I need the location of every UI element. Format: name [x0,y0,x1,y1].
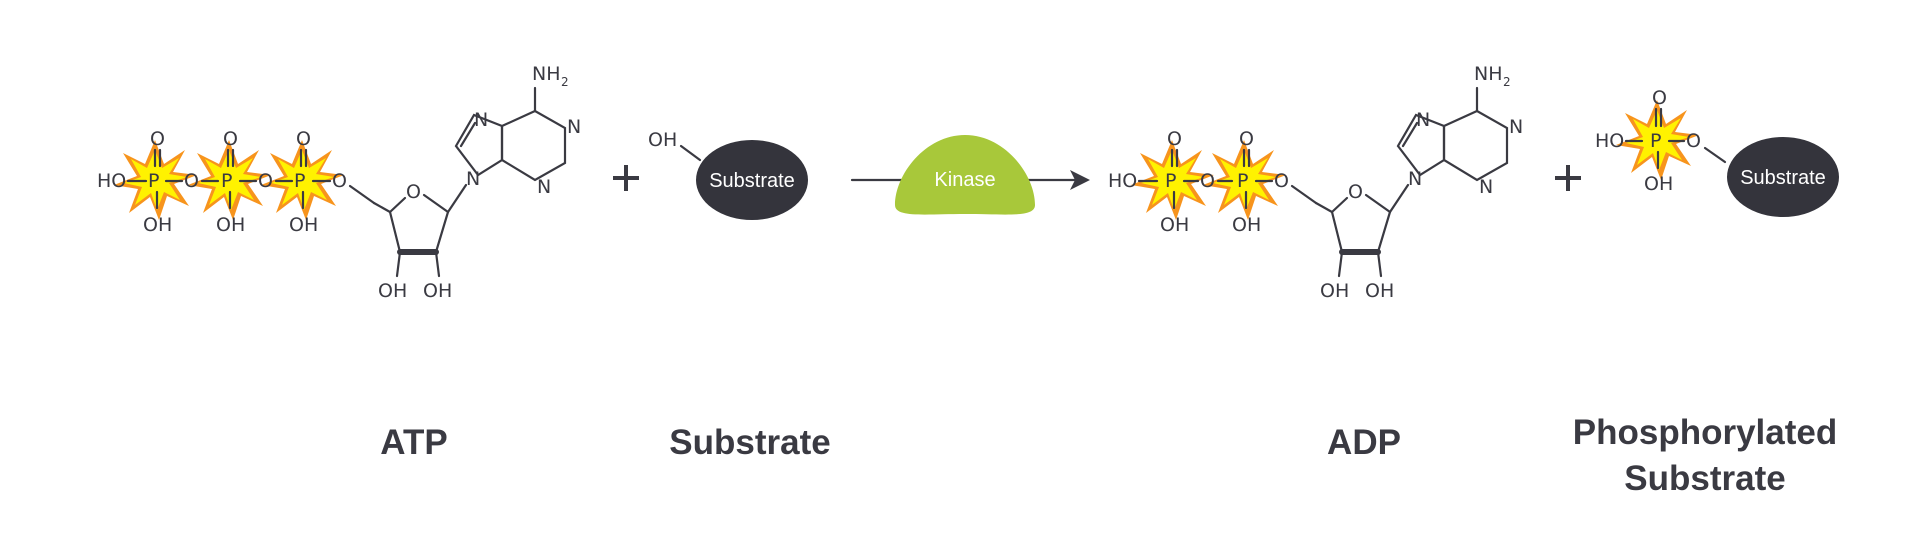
substrate-molecule: OH Substrate [648,129,808,220]
atp-nh2-subscript: 2 [561,75,569,89]
phospho-p-label: P [1650,130,1661,152]
phosphorylated-caption-line2: Substrate [1624,459,1785,498]
adp-o-link1: O [1200,170,1215,192]
adp-n7: N [1416,109,1430,131]
adp-n9: N [1408,168,1422,190]
adp-ribose-oh1: OH [1320,280,1349,302]
adp-caption: ADP [1327,423,1401,462]
atp-oh-bottom3: OH [289,214,318,236]
adp-n1: N [1509,116,1523,138]
adp-ribose-o: O [1348,181,1363,203]
atp-molecule: HO P O P O P O O OH O OH O OH O [97,63,581,302]
kinase-label: Kinase [934,169,995,191]
atp-p1-label: P [148,170,159,192]
atp-o-link3: O [332,170,347,192]
adp-o-top1: O [1167,128,1182,150]
atp-n1: N [567,116,581,138]
substrate-oh: OH [648,129,677,151]
atp-ribose-oh1: OH [378,280,407,302]
plus-icon [1555,165,1581,191]
substrate-caption: Substrate [669,423,830,462]
atp-o-top1: O [150,128,165,150]
phosphorylated-caption-line1: Phosphorylated [1573,413,1837,452]
adp-p1-label: P [1165,170,1176,192]
kinase-enzyme: Kinase [895,135,1035,215]
atp-p3-label: P [294,170,305,192]
atp-caption: ATP [380,423,447,462]
atp-o-link2: O [258,170,273,192]
adp-oh-bottom1: OH [1160,214,1189,236]
adp-p2-label: P [1237,170,1248,192]
atp-oh-bottom1: OH [143,214,172,236]
atp-n7: N [474,109,488,131]
phospho-substrate-blob [1727,137,1839,217]
phospho-o-top: O [1652,87,1667,109]
adp-o-top2: O [1239,128,1254,150]
phospho-substrate-blob-label: Substrate [1740,167,1826,189]
phospho-oh-bottom: OH [1644,173,1673,195]
atp-ribose-oh2: OH [423,280,452,302]
adp-nh2: NH [1474,63,1503,85]
adp-ribose-oh2: OH [1365,280,1394,302]
atp-o-link1: O [184,170,199,192]
substrate-blob [696,140,808,220]
plus-icon [613,165,639,191]
adp-ho-label: HO [1108,170,1137,192]
phosphorylated-substrate-molecule: HO P O O OH Substrate [1595,87,1839,217]
atp-p2-label: P [221,170,232,192]
atp-o-top3: O [296,128,311,150]
adp-o-link2: O [1274,170,1289,192]
atp-ho-label: HO [97,170,126,192]
atp-nh2: NH [532,63,561,85]
phospho-o-link: O [1686,130,1701,152]
adp-nh2-subscript: 2 [1503,75,1511,89]
substrate-blob-label: Substrate [709,170,795,192]
adp-oh-bottom2: OH [1232,214,1261,236]
atp-o-top2: O [223,128,238,150]
phospho-ho-label: HO [1595,130,1624,152]
atp-oh-bottom2: OH [216,214,245,236]
atp-n3: N [537,176,551,198]
atp-n9: N [466,168,480,190]
atp-ribose-o: O [406,181,421,203]
adp-molecule: HO P O P O O OH O OH O OH OH N N [1108,63,1523,302]
adp-n3: N [1479,176,1493,198]
